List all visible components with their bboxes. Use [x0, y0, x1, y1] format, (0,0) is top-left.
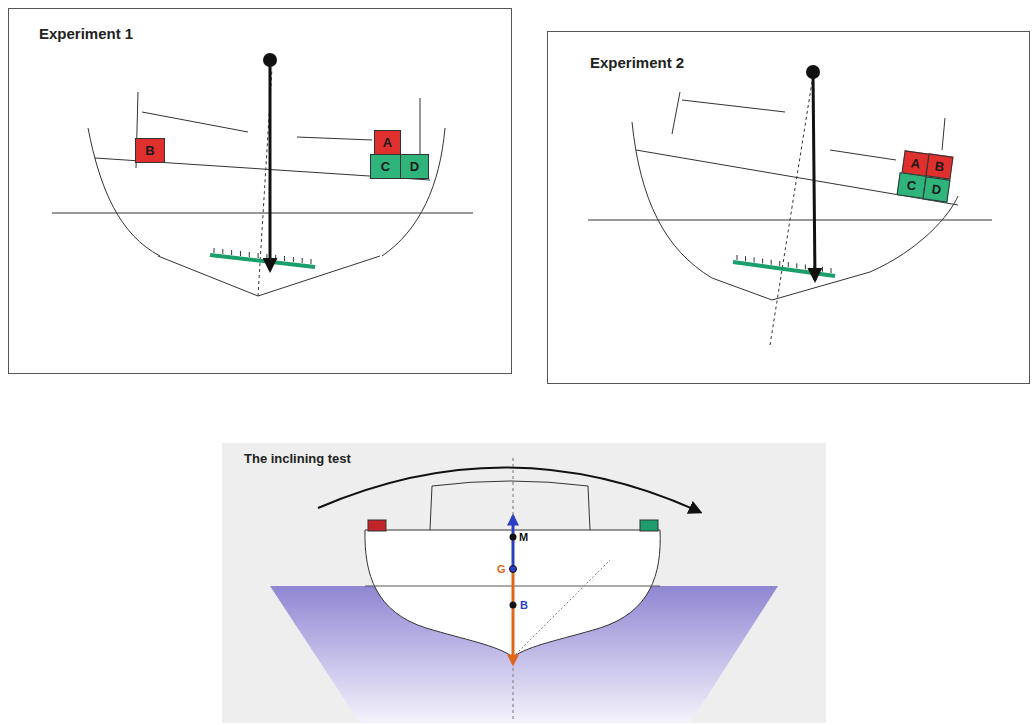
pendulum-scale-2	[733, 65, 835, 280]
weight-box: C	[897, 172, 927, 199]
box-letter: C	[906, 178, 917, 192]
box-letter: B	[145, 144, 154, 157]
box-letter: B	[934, 159, 945, 173]
panel-title: The inclining test	[244, 451, 351, 466]
weight-box: B	[135, 138, 165, 163]
panel-title: Experiment 1	[39, 25, 133, 42]
ship-section-1	[52, 68, 473, 296]
pendulum-scale-1	[210, 53, 315, 270]
ship-section-2	[588, 82, 992, 345]
box-letter: A	[910, 156, 921, 170]
box-letter: D	[931, 182, 942, 196]
weight-box: D	[400, 154, 429, 179]
point-label: B	[520, 600, 528, 611]
weight-box: B	[926, 153, 954, 179]
weight-box: D	[923, 176, 951, 202]
box-letter: C	[381, 160, 390, 173]
weight-box: C	[370, 154, 401, 179]
box-letter: D	[410, 160, 419, 173]
figure-panel: Experiment 1 B AC D	[8, 8, 512, 374]
figure-panel: The inclining test	[222, 443, 826, 723]
panel-title: Experiment 2	[590, 54, 684, 71]
point-label: G	[497, 564, 506, 575]
inclining-test-picture	[222, 443, 826, 723]
point-label: M	[519, 532, 528, 543]
figure-panel: Experiment 2 AB CD	[547, 31, 1030, 384]
weight-box: A	[374, 130, 401, 155]
box-letter: A	[383, 136, 392, 149]
